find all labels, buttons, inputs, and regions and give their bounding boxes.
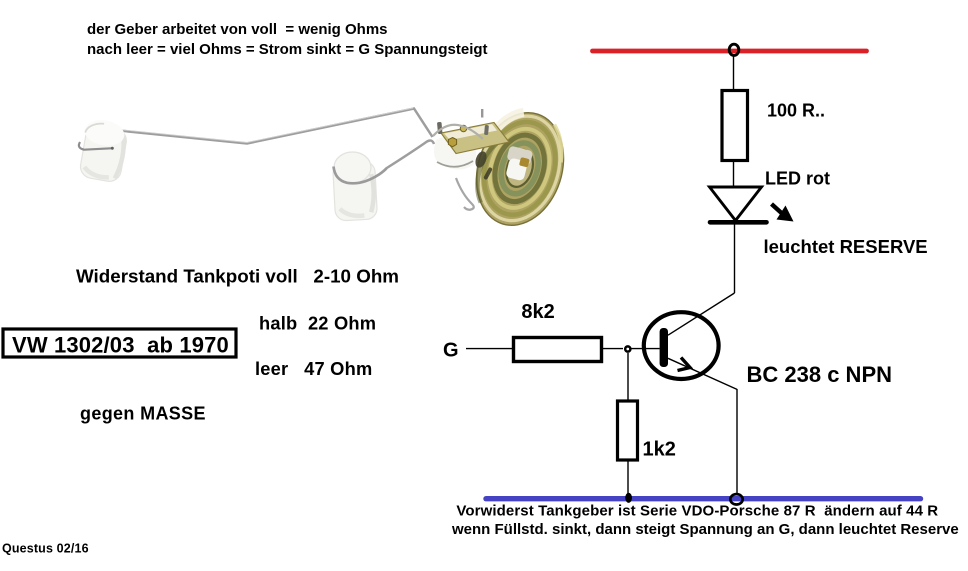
svg-text:nach leer = viel Ohms = Strom: nach leer = viel Ohms = Strom sinkt = G … [87, 41, 488, 58]
svg-text:leer 47 Ohm: leer 47 Ohm [255, 358, 372, 379]
svg-text:der Geber arbeitet von voll =: der Geber arbeitet von voll = wenig Ohms [87, 21, 388, 38]
svg-text:Vorwiderst Tankgeber ist Serie: Vorwiderst Tankgeber ist Serie VDO-Porsc… [456, 503, 938, 520]
svg-text:1k2: 1k2 [643, 439, 676, 461]
svg-text:G: G [443, 340, 459, 362]
svg-text:leuchtet RESERVE: leuchtet RESERVE [764, 236, 928, 257]
svg-text:gegen MASSE: gegen MASSE [80, 404, 206, 424]
svg-text:Questus 02/16: Questus 02/16 [2, 542, 89, 556]
svg-text:halb 22 Ohm: halb 22 Ohm [259, 312, 376, 333]
svg-text:Widerstand Tankpoti voll 2-1: Widerstand Tankpoti voll 2-10 Ohm [76, 266, 399, 287]
svg-text:BC 238 c NPN: BC 238 c NPN [747, 362, 893, 387]
svg-text:8k2: 8k2 [521, 301, 554, 323]
svg-text:LED rot: LED rot [765, 169, 830, 189]
svg-text:VW 1302/03 ab 1970: VW 1302/03 ab 1970 [12, 332, 229, 357]
svg-text:100 R..: 100 R.. [767, 101, 825, 121]
svg-text:wenn Füllstd. sinkt, dann stei: wenn Füllstd. sinkt, dann steigt Spannun… [451, 521, 959, 538]
